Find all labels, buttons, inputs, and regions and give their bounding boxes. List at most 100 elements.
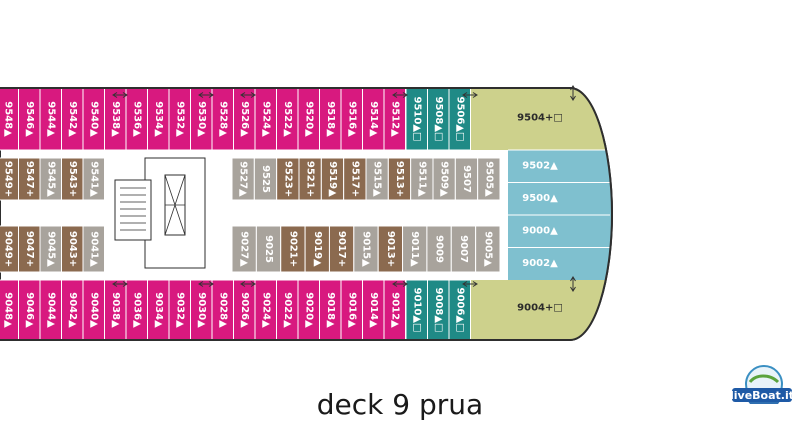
cabin-top-outer-label: 9530▲: [196, 101, 207, 137]
cabin-bottom-inner: [426, 225, 452, 273]
cabin-bottom-inner: [304, 225, 330, 273]
deck-plan: 9548▲ 9546▲ 9544▲ 9542▲ 9540▲ 9538▲ 9536▲ 9534▲…: [0, 85, 614, 341]
cabin-top-inner-label: 9525: [260, 165, 271, 193]
cabin-bottom-inner: [82, 225, 105, 273]
cabin-top-inner-label: 9515▲: [372, 161, 383, 197]
stairs: [114, 179, 152, 241]
cabin-bottom-inner-label: 9045▲: [45, 231, 56, 267]
cabin-bottom-inner: [255, 225, 282, 273]
cabin-top-outer-label: 9540▲: [88, 101, 99, 137]
connecting-door-icon: [198, 92, 214, 98]
cabin-top-inner: [477, 157, 501, 201]
cabin-bottom-outer-label: 9040▲: [88, 292, 99, 328]
bow-suite-area-bottom: [470, 280, 610, 340]
cabin-top-inner-label: 9517+: [349, 161, 360, 197]
cabin-bottom-outer-label: 9036▲: [131, 292, 142, 328]
connecting-door-icon: [240, 92, 256, 98]
liveboat-logo: liveBoat.it: [730, 365, 794, 404]
cabin-top-outer-label: 9526▲: [239, 101, 250, 137]
cabin-bottom-outer-label: 9026▲: [239, 292, 250, 328]
cabin-top-inner-label: 9545▲: [45, 161, 56, 197]
cabin-bottom-inner: [280, 225, 306, 273]
cabin-bottom-inner-label: 9013+: [385, 231, 396, 267]
connecting-door-icon: [112, 281, 128, 287]
cabin-top-inner-label: 9521+: [305, 161, 316, 197]
cabin-top-inner-label: 9541▲: [88, 161, 99, 197]
cabin-top-outer-teal-label: 9506▲□: [454, 97, 465, 142]
cabin-bottom-inner: [402, 225, 428, 273]
cabin-top-outer-label: 9528▲: [217, 101, 228, 137]
cabin-bottom-inner-label: 9005▲: [482, 231, 493, 267]
cabin-bottom-inner-label: 9011▲: [409, 231, 420, 267]
cabin-top-inner-label: 9547+: [24, 161, 35, 197]
cabin-top-outer-label: 9512▲: [389, 101, 400, 137]
cabin-bottom-inner-label: 9019▲: [312, 231, 323, 267]
cabin-top-outer-label: 9542▲: [67, 101, 78, 137]
cabin-top-inner-label: 9549+: [2, 161, 13, 197]
cabin-bottom-inner-label: 9041▲: [88, 231, 99, 267]
connecting-door-icon: [462, 281, 478, 287]
cabin-top-inner-label: 9509▲: [439, 161, 450, 197]
cabin-top-outer-label: 9518▲: [325, 101, 336, 137]
cabin-bottom-outer-label: 9044▲: [45, 292, 56, 328]
cabin-top-inner-label: 9527▲: [238, 161, 249, 197]
cabin-bow-blue-label: 9502▲: [522, 161, 558, 172]
cabin-top-outer-label: 9536▲: [131, 101, 142, 137]
svg-text:liveBoat.it: liveBoat.it: [730, 389, 794, 402]
deck-caption: deck 9 prua: [316, 388, 484, 421]
cabin-top-inner-label: 9513+: [394, 161, 405, 197]
bow-suite-area-top: [470, 88, 610, 150]
cabin-bottom-outer-label: 9038▲: [110, 292, 121, 328]
cabin-top-outer-label: 9524▲: [260, 101, 271, 137]
connecting-door-icon: [392, 92, 408, 98]
cabin-bottom-outer-teal-label: 9010▲□: [411, 288, 422, 333]
cabin-top-inner: [82, 157, 105, 201]
cabin-bottom-outer-label: 9012▲: [389, 292, 400, 328]
cabin-top-outer-teal-label: 9508▲□: [433, 97, 444, 142]
cabin-bottom-outer-label: 9030▲: [196, 292, 207, 328]
cabin-top-outer-label: 9546▲: [24, 101, 35, 137]
cabin-top-outer-label: 9522▲: [282, 101, 293, 137]
cabin-bottom-inner: [353, 225, 379, 273]
cabin-bottom-outer-teal: [448, 279, 471, 340]
cabin-top-inner-label: 9507: [461, 165, 472, 193]
cabin-bottom-outer-label: 9014▲: [368, 292, 379, 328]
cabin-bottom-inner-label: 9043+: [67, 231, 78, 267]
cabin-bottom-outer-teal-label: 9008▲□: [433, 288, 444, 333]
cabin-bow-blue-label: 9500▲: [522, 193, 558, 204]
cabin-bottom-inner-label: 9027▲: [239, 231, 250, 267]
cabin-top-inner-label: 9523+: [282, 161, 293, 197]
connecting-door-icon: [240, 281, 256, 287]
cabin-top-outer-label: 9532▲: [174, 101, 185, 137]
cabin-bottom-outer-label: 9048▲: [2, 292, 13, 328]
cabin-top-outer-label: 9520▲: [303, 101, 314, 137]
cabin-bottom-inner: [231, 225, 257, 273]
cabin-bottom-inner: [328, 225, 355, 273]
cabin-top-inner-label: 9511▲: [416, 161, 427, 197]
cabin-top-outer-label: 9538▲: [110, 101, 121, 137]
connecting-door-icon: [570, 85, 576, 101]
cabin-bottom-inner: [450, 225, 477, 273]
cabin-bottom-inner: [475, 225, 501, 273]
connecting-door-icon: [392, 281, 408, 287]
cabin-top-outer-teal: [448, 88, 471, 151]
cabin-bottom-inner-label: 9007: [458, 235, 469, 263]
cabin-bottom-outer-label: 9034▲: [153, 292, 164, 328]
connecting-door-icon: [570, 276, 576, 292]
cabin-bottom-outer-label: 9016▲: [346, 292, 357, 328]
cabin-top-inner-label: 9505▲: [483, 161, 494, 197]
cabin-top-outer-label: 9534▲: [153, 101, 164, 137]
cabin-bottom-inner-label: 9009: [434, 235, 445, 263]
cabin-bottom-inner-label: 9047+: [24, 231, 35, 267]
cabin-bottom-inner-label: 9025: [263, 235, 274, 263]
cabin-bow-suite-label: 9004+□: [517, 303, 563, 314]
cabin-top-outer-label: 9544▲: [45, 101, 56, 137]
cabin-top-outer-label: 9548▲: [2, 101, 13, 137]
cabin-bottom-inner-label: 9021+: [287, 231, 298, 267]
connecting-door-icon: [198, 281, 214, 287]
cabin-bottom-outer-label: 9042▲: [67, 292, 78, 328]
cabin-top-inner-label: 9543+: [67, 161, 78, 197]
cabin-bottom-outer-label: 9024▲: [260, 292, 271, 328]
cabin-bottom-outer-label: 9032▲: [174, 292, 185, 328]
cabin-bow-suite-label: 9504+□: [517, 113, 563, 124]
